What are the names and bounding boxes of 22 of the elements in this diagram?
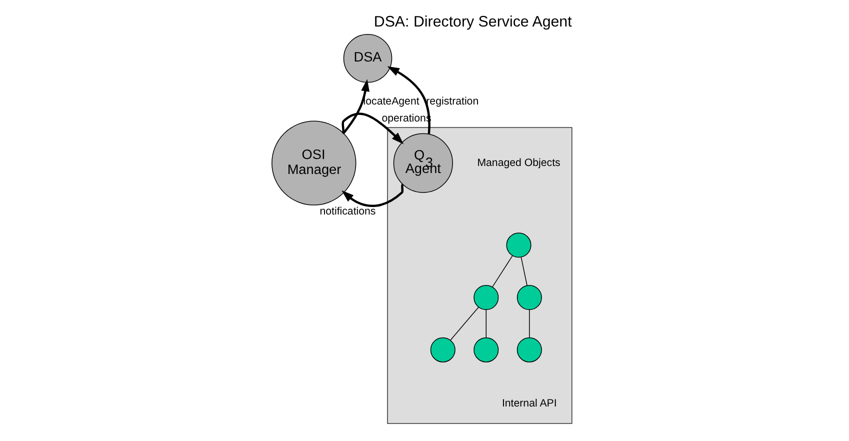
connector — [485, 309, 486, 338]
node-circle — [430, 337, 455, 362]
label: Managed Objects — [476, 156, 560, 169]
node-circle — [516, 284, 542, 310]
arrow — [341, 112, 404, 144]
edge-label: registration — [426, 96, 478, 108]
edge-label: notifications — [319, 205, 376, 218]
connector — [528, 309, 530, 338]
node-circle: OSI Manager — [271, 120, 356, 206]
label: Internal API — [501, 398, 556, 410]
connector — [520, 256, 527, 286]
node-circle — [473, 284, 498, 310]
diagram-title: DSA: Directory Service Agent — [373, 14, 572, 31]
connector — [450, 306, 478, 340]
arrow — [342, 79, 370, 134]
node-circle — [473, 337, 498, 362]
node-circle: DSA — [342, 34, 392, 83]
node-circle — [516, 337, 542, 362]
node-circle — [506, 232, 531, 258]
edge-label: locateAgent — [362, 96, 419, 108]
cluster — [386, 127, 572, 424]
connector — [492, 255, 512, 288]
